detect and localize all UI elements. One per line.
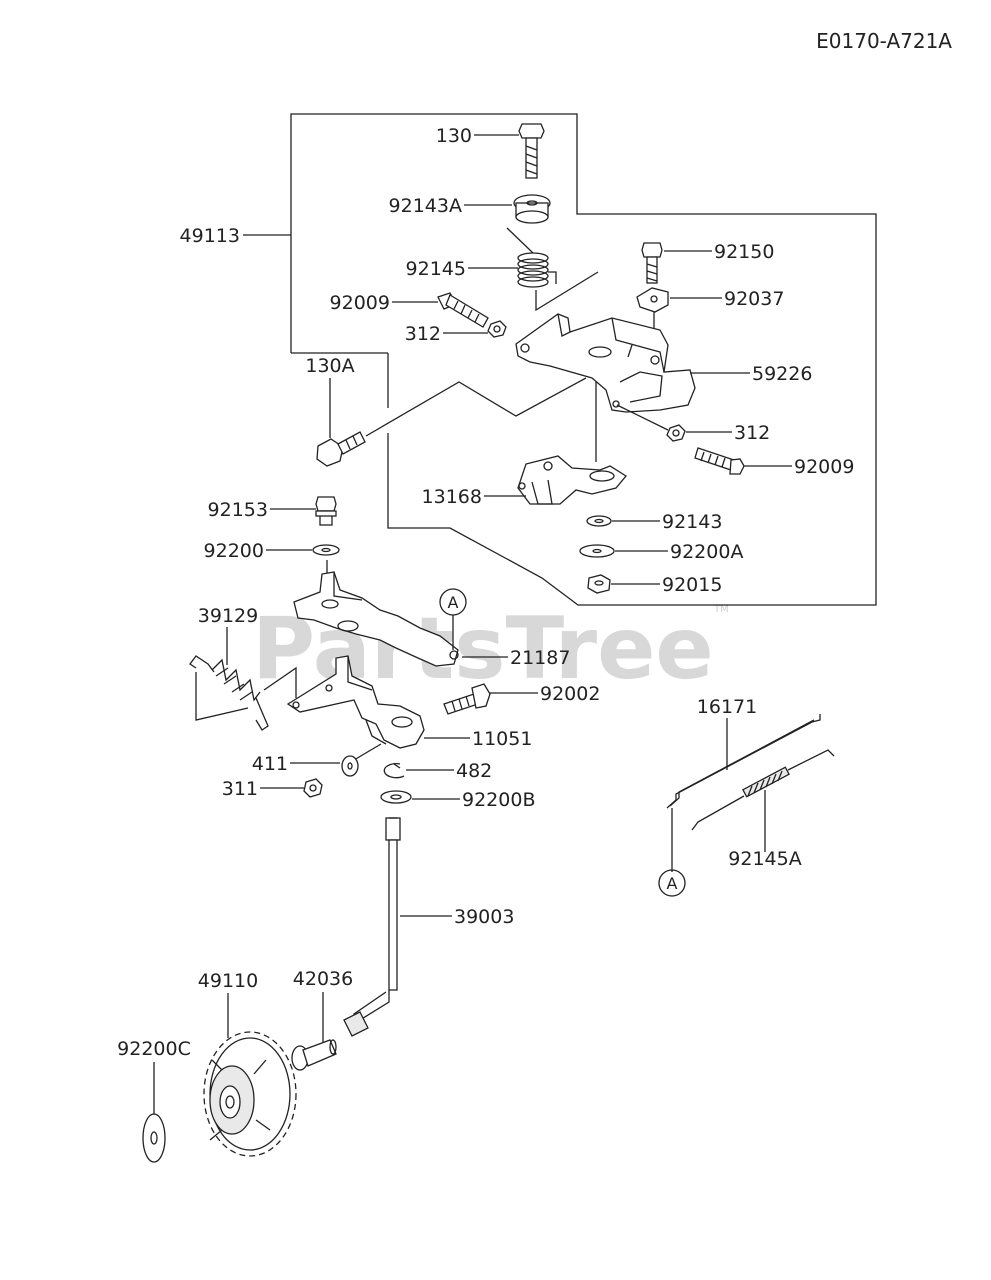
label-92200A: 92200A xyxy=(670,541,743,563)
label-11051: 11051 xyxy=(472,728,532,750)
label-482: 482 xyxy=(456,760,492,782)
spring-92145[interactable] xyxy=(506,227,557,288)
washer-92143[interactable] xyxy=(586,515,612,527)
bolt-92009-upper[interactable] xyxy=(437,292,489,328)
pin-42036[interactable] xyxy=(291,1039,337,1071)
label-42036: 42036 xyxy=(293,968,353,990)
label-311: 311 xyxy=(222,778,258,800)
label-92015: 92015 xyxy=(662,574,722,596)
nut-311[interactable] xyxy=(303,778,323,798)
label-130A: 130A xyxy=(305,355,354,377)
label-16171: 16171 xyxy=(697,696,757,718)
label-39003: 39003 xyxy=(454,906,514,928)
rod-16171[interactable] xyxy=(666,714,821,809)
callout-A-lower-text: A xyxy=(667,874,678,893)
spring-39129[interactable] xyxy=(189,655,269,731)
lever-11051[interactable] xyxy=(286,655,425,749)
washer-92200C[interactable] xyxy=(142,1113,166,1163)
label-92143: 92143 xyxy=(662,511,722,533)
nut-312-lower[interactable] xyxy=(666,424,686,442)
label-21187: 21187 xyxy=(510,647,570,669)
label-411: 411 xyxy=(252,753,288,775)
label-92009-upper: 92009 xyxy=(330,292,390,314)
washer-411[interactable] xyxy=(341,755,359,777)
leader-92145-bracket xyxy=(535,271,599,312)
label-130: 130 xyxy=(436,125,472,147)
label-312-upper: 312 xyxy=(405,323,441,345)
label-92009-lower: 92009 xyxy=(794,456,854,478)
label-312-lower: 312 xyxy=(734,422,770,444)
nut-312-upper[interactable] xyxy=(487,320,507,338)
bolt-92153[interactable] xyxy=(315,496,337,526)
spring-92145A[interactable] xyxy=(691,749,835,831)
e-clip-482[interactable] xyxy=(383,763,405,779)
callout-A-lower xyxy=(658,869,686,897)
label-49110: 49110 xyxy=(198,970,258,992)
label-92200C: 92200C xyxy=(117,1038,191,1060)
callout-A-upper-text: A xyxy=(448,593,459,612)
label-92200: 92200 xyxy=(204,540,264,562)
bolt-92009-lower[interactable] xyxy=(694,447,745,475)
washer-92200[interactable] xyxy=(312,544,340,556)
label-39129: 39129 xyxy=(198,605,258,627)
bolt-92002[interactable] xyxy=(443,683,491,715)
label-92145A: 92145A xyxy=(728,848,801,870)
label-92150: 92150 xyxy=(714,241,774,263)
label-92200B: 92200B xyxy=(462,789,535,811)
bracket-59226[interactable] xyxy=(515,313,696,413)
washer-92200A[interactable] xyxy=(579,544,615,558)
nut-92015[interactable] xyxy=(587,574,611,594)
collar-92143A[interactable] xyxy=(513,194,551,224)
watermark-trademark: TM xyxy=(713,604,729,615)
shaft-39003[interactable] xyxy=(343,817,401,1037)
label-59226: 59226 xyxy=(752,363,812,385)
label-92153: 92153 xyxy=(208,499,268,521)
lever-13168[interactable] xyxy=(517,455,627,505)
label-92037: 92037 xyxy=(724,288,784,310)
bolt-130[interactable] xyxy=(518,123,545,179)
bolt-130A[interactable] xyxy=(316,431,366,467)
gear-49110[interactable] xyxy=(203,1031,297,1157)
diagram-reference: E0170-A721A xyxy=(816,29,952,53)
leader-130A-bracket xyxy=(365,377,587,437)
label-92002: 92002 xyxy=(540,683,600,705)
assembly-outline-49113 xyxy=(290,113,877,606)
label-49113: 49113 xyxy=(180,225,240,247)
clip-92037[interactable] xyxy=(636,287,669,313)
label-13168: 13168 xyxy=(422,486,482,508)
plate-21187[interactable] xyxy=(293,571,459,667)
bolt-92150[interactable] xyxy=(641,242,663,284)
label-92145: 92145 xyxy=(406,258,466,280)
washer-92200B[interactable] xyxy=(380,790,412,804)
label-92143A: 92143A xyxy=(389,195,462,217)
